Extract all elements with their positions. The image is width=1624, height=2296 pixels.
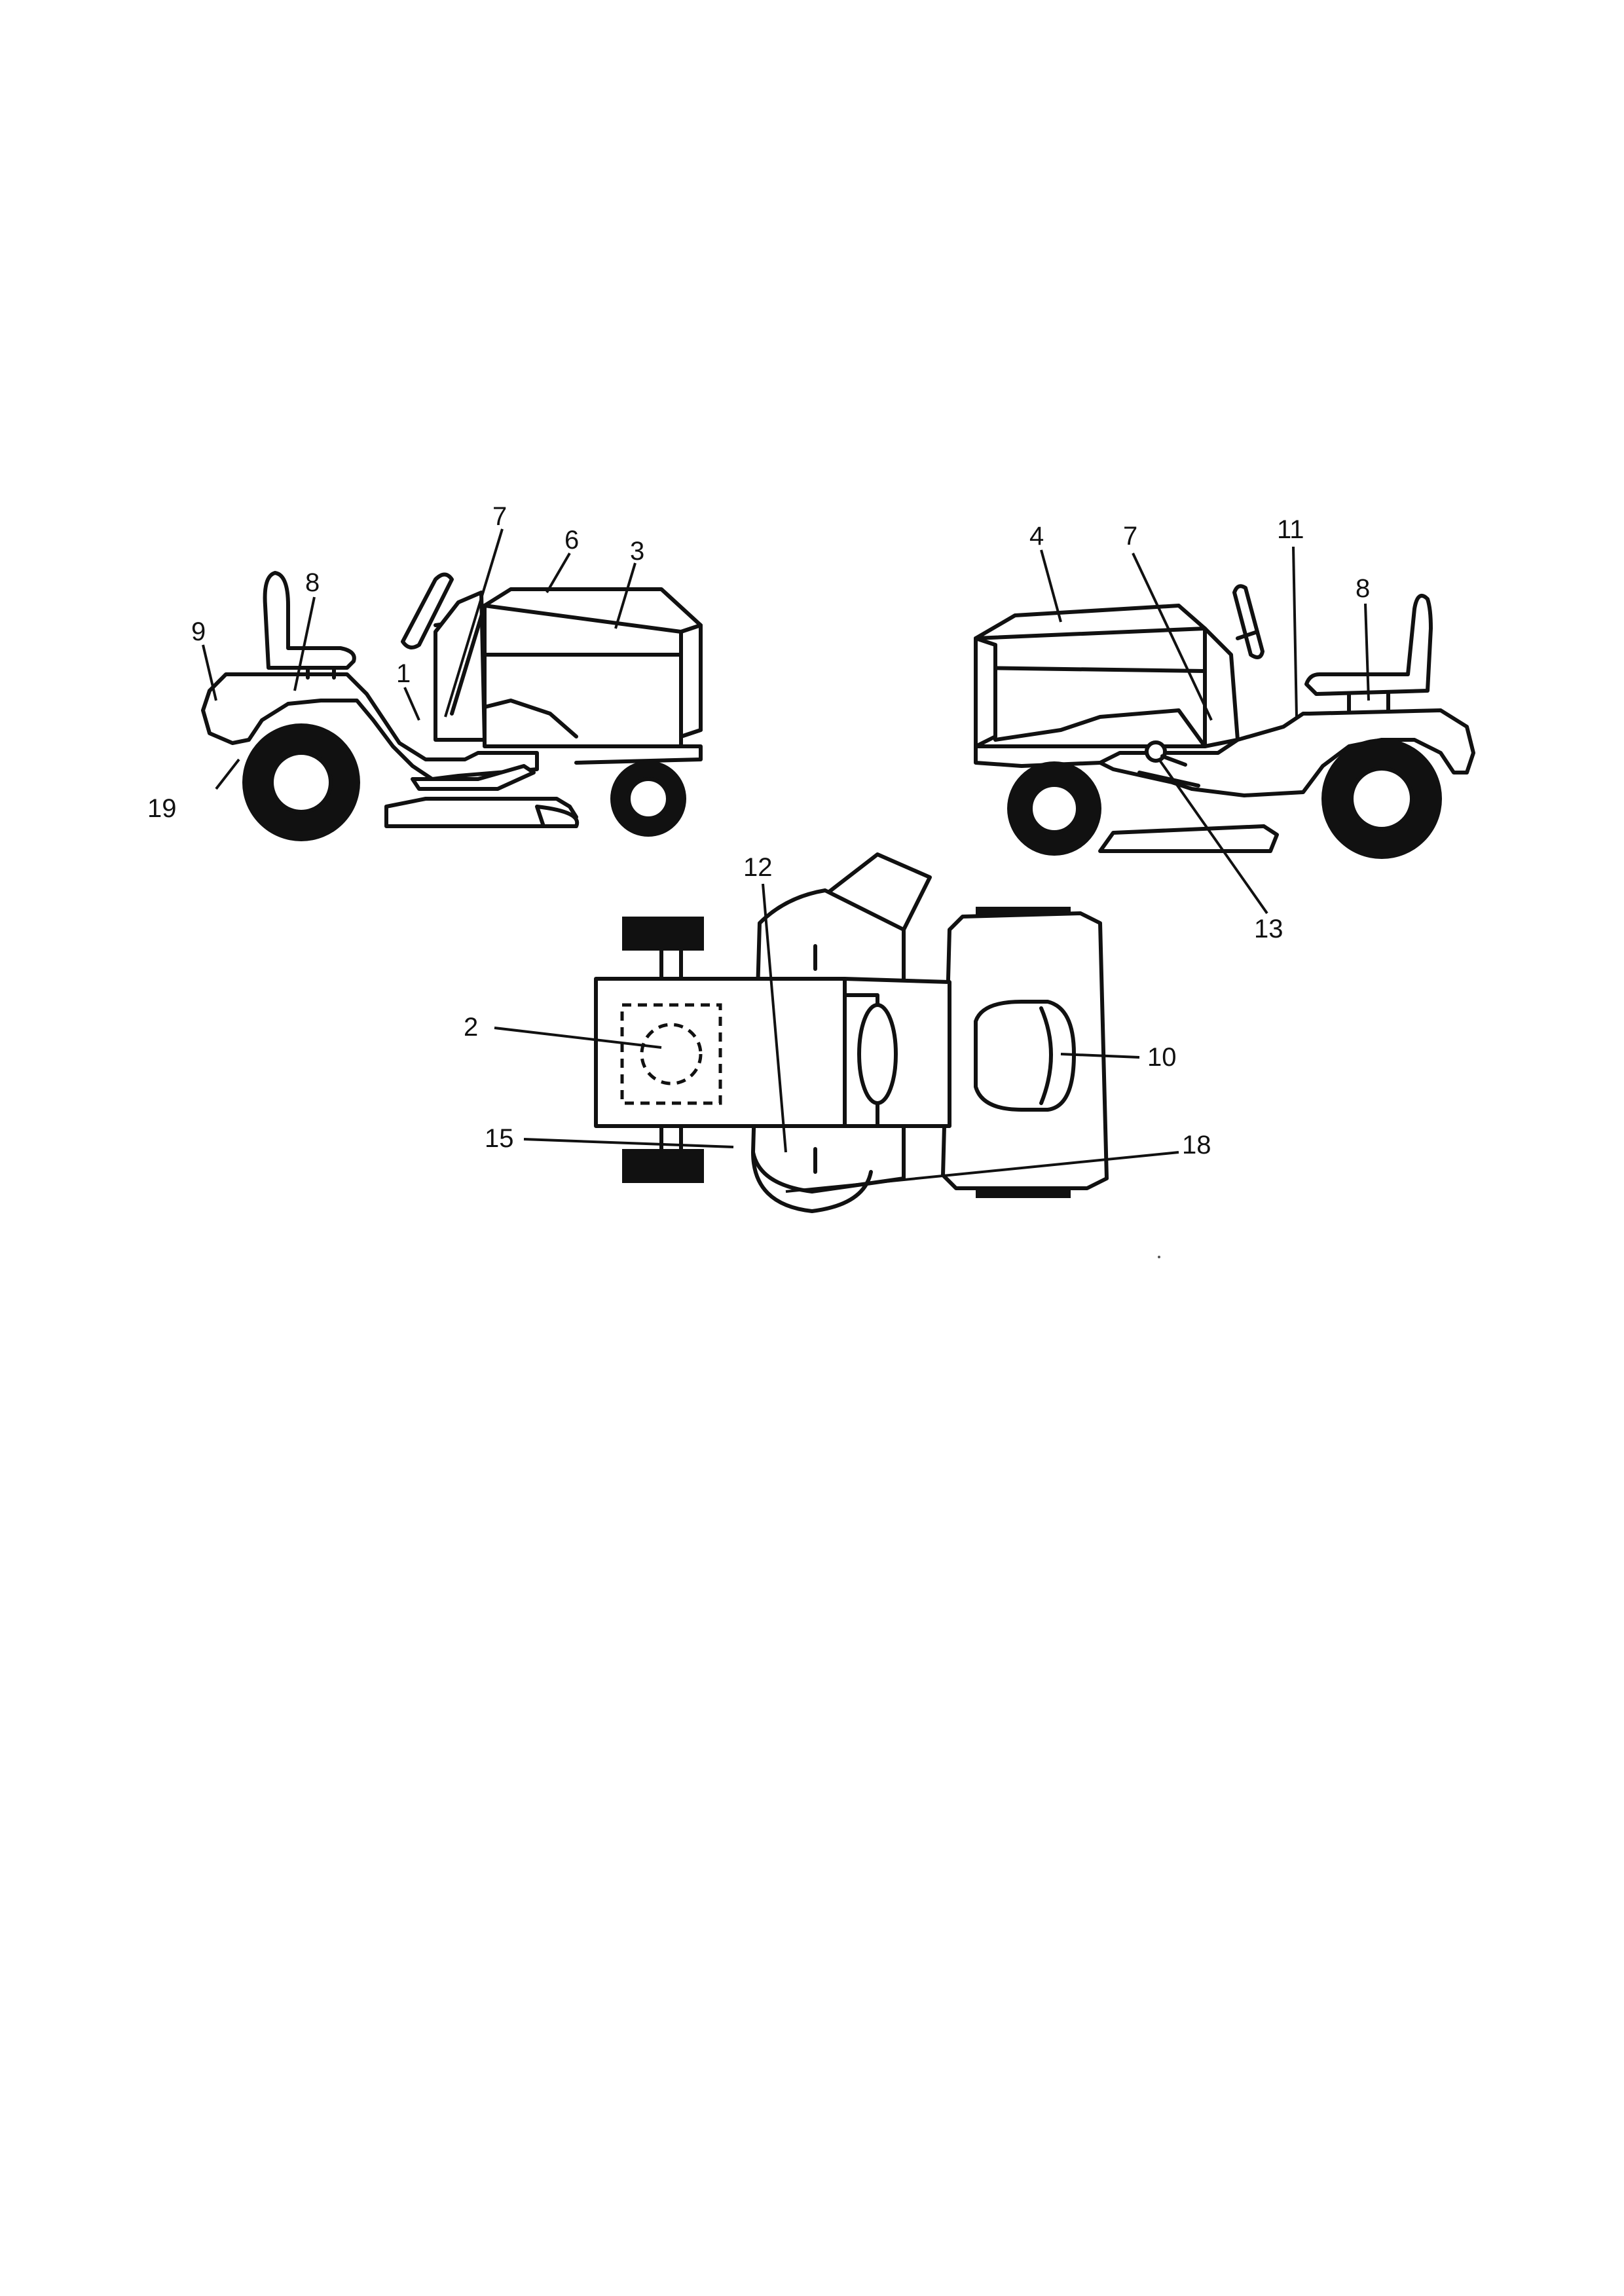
- tractor-left-side-view: [201, 571, 703, 841]
- callout-10-top: 10: [1147, 1043, 1177, 1072]
- tractor-top-view: [594, 852, 1109, 1213]
- callout-4-right: 4: [1029, 522, 1044, 551]
- callout-18-top: 18: [1182, 1131, 1211, 1159]
- callout-7-left: 7: [492, 502, 507, 531]
- callout-8-left: 8: [305, 568, 320, 597]
- callout-13-right: 13: [1254, 915, 1283, 943]
- callout-1-left: 1: [396, 659, 411, 688]
- leader-lines: [202, 528, 1370, 1193]
- callout-labels: 7 6 3 8 9 1 19 4 7 11 8 13 12 2 10 15 18: [147, 502, 1370, 1159]
- callout-19-left: 19: [147, 794, 177, 823]
- callout-7-right: 7: [1123, 522, 1137, 551]
- callout-15-top: 15: [485, 1124, 514, 1153]
- callout-2-top: 2: [464, 1013, 478, 1042]
- tractor-right-side-view: [974, 584, 1475, 859]
- callout-11-right: 11: [1277, 515, 1304, 544]
- callout-3-left: 3: [630, 537, 644, 566]
- callout-6-left: 6: [564, 526, 579, 555]
- callout-8-right: 8: [1356, 574, 1370, 603]
- callout-12-top: 12: [743, 853, 773, 882]
- callout-9-left: 9: [191, 617, 206, 646]
